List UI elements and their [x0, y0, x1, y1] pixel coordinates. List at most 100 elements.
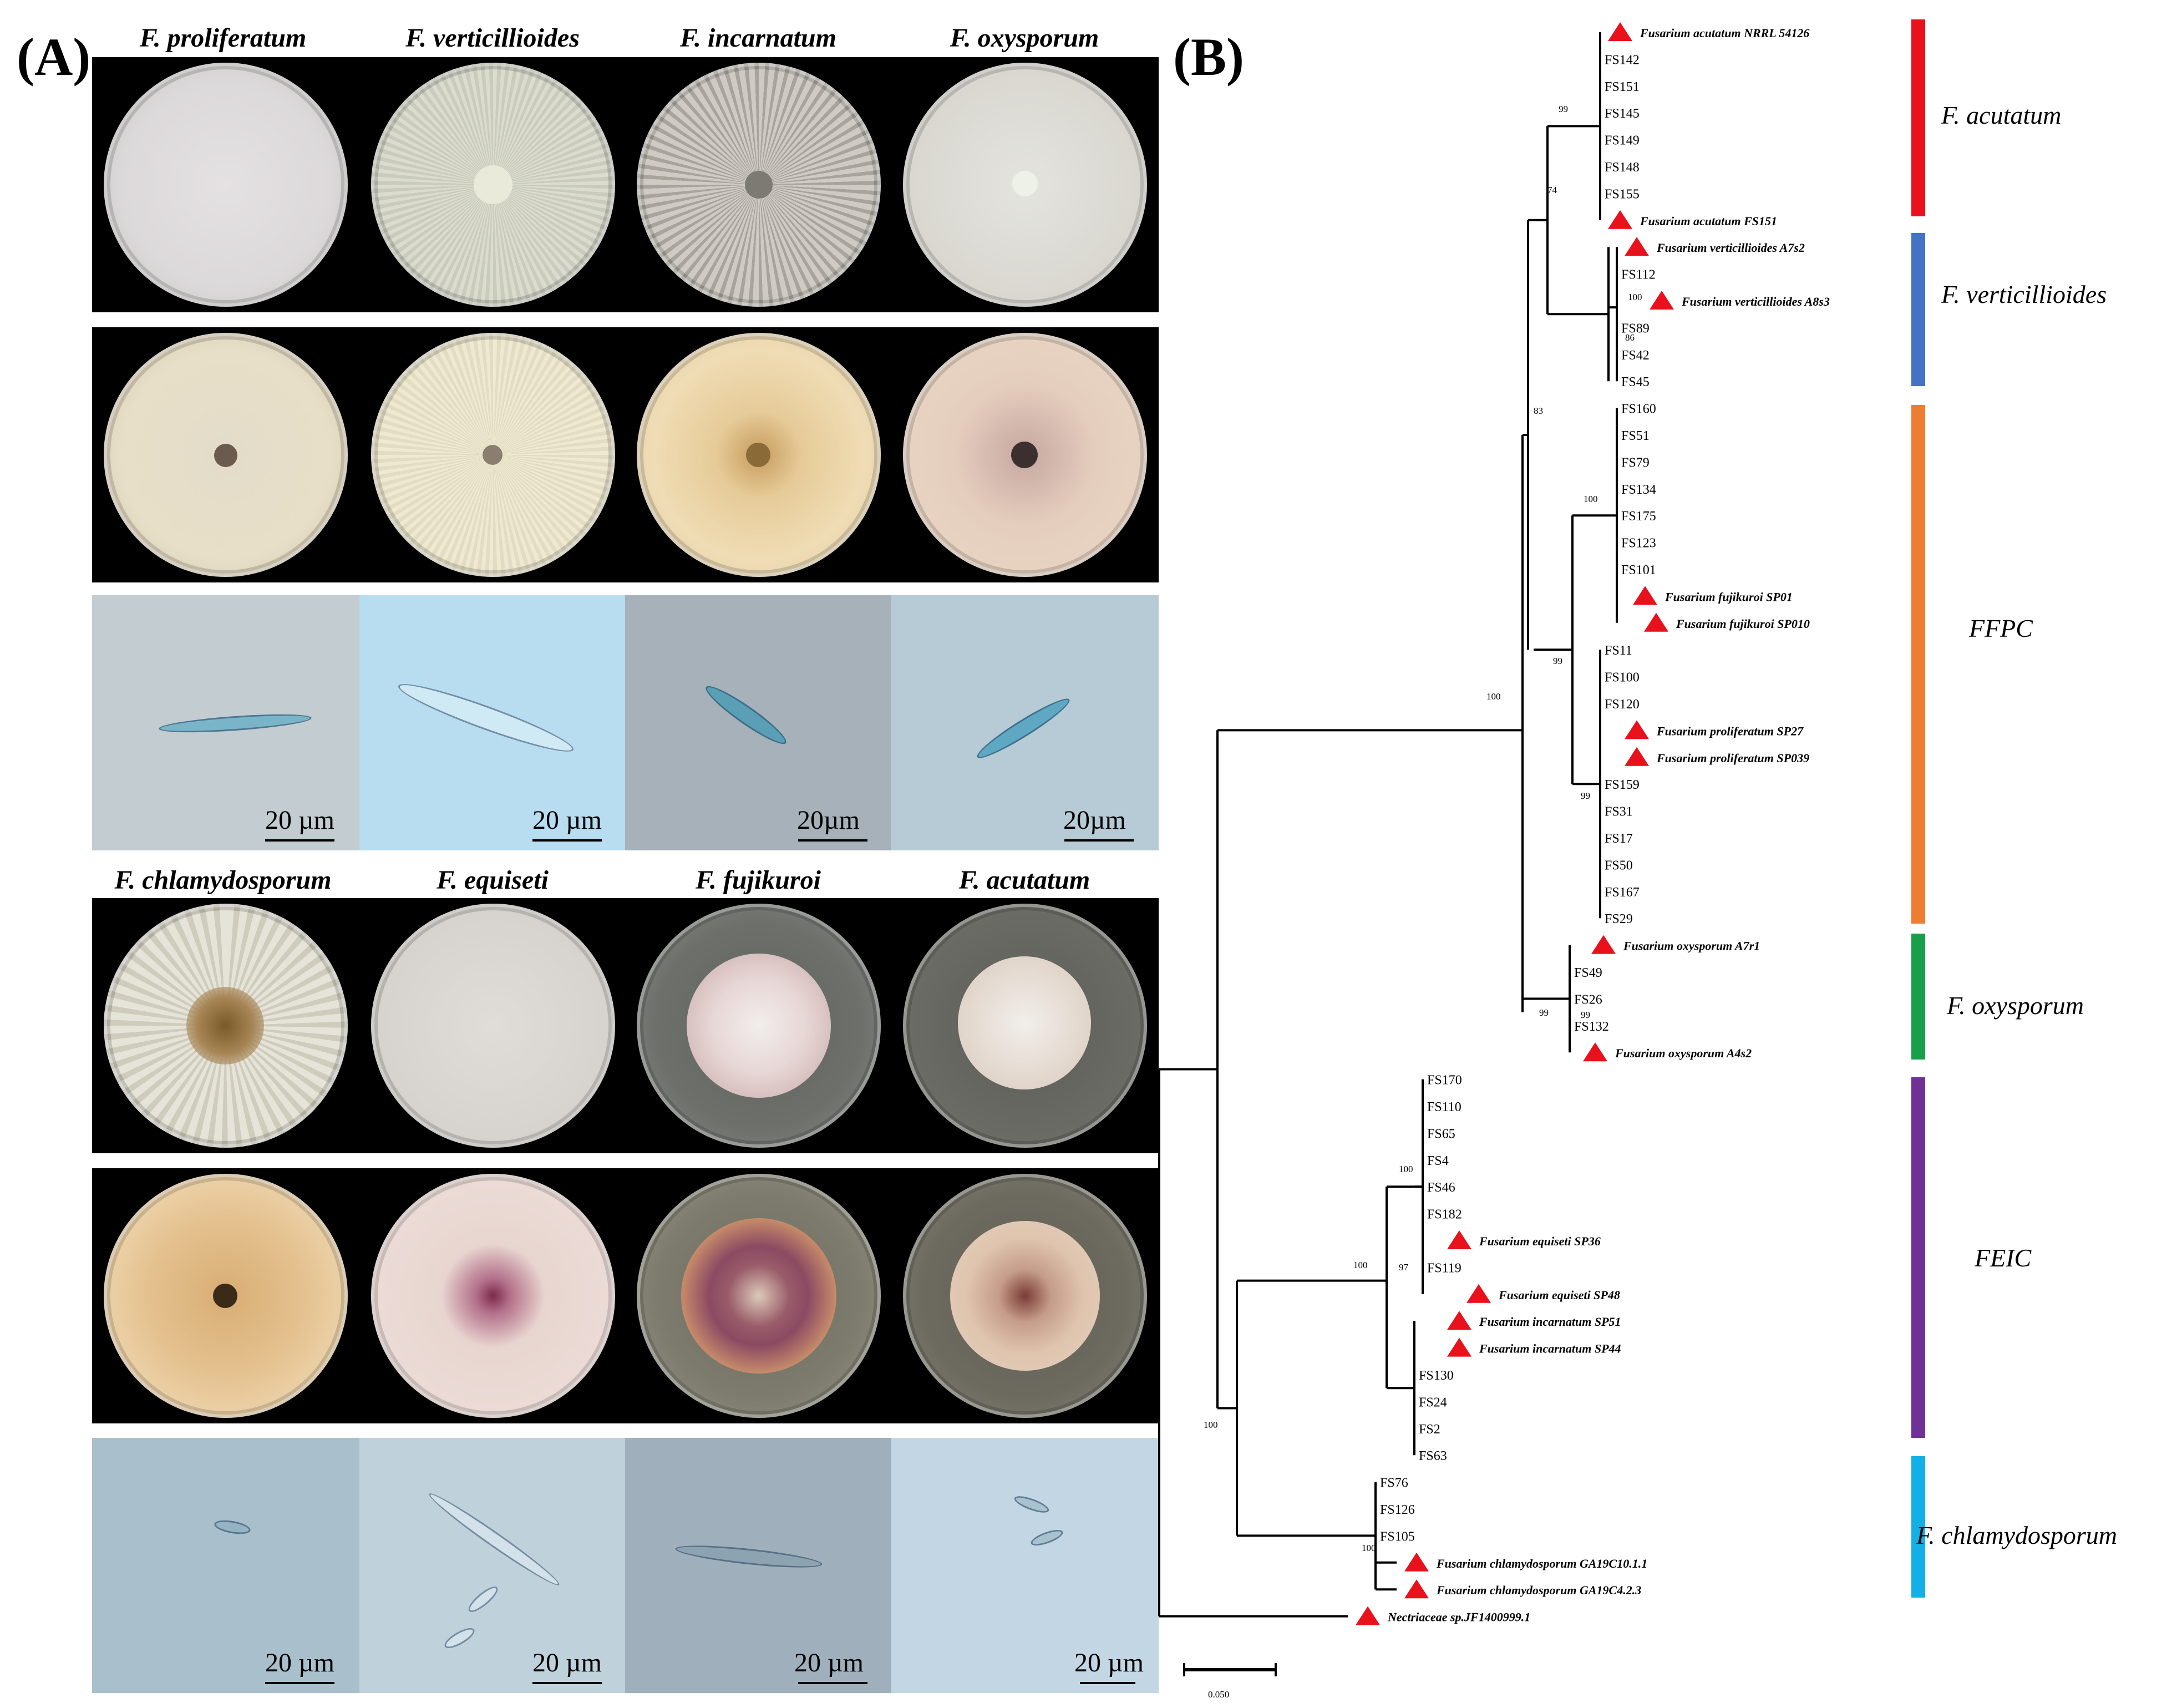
micrograph: 20µm — [891, 595, 1159, 850]
reference-triangle-icon — [1466, 1284, 1491, 1303]
isolate-label: FS42 — [1621, 348, 1650, 363]
isolate-label: FS46 — [1427, 1180, 1455, 1195]
isolate-label: FS119 — [1427, 1261, 1462, 1275]
isolate-label: FS145 — [1605, 107, 1640, 121]
panel-a-label: (A) — [17, 27, 91, 87]
bootstrap-value: 99 — [1559, 104, 1568, 114]
colony-photo — [92, 57, 359, 312]
colony-photo — [891, 898, 1159, 1153]
clade-label: F. oxysporum — [1947, 991, 2084, 1020]
isolate-label: FS65 — [1427, 1127, 1455, 1141]
bootstrap-value: 99 — [1581, 1010, 1590, 1020]
isolate-label: FS51 — [1621, 429, 1650, 443]
isolate-label: FS49 — [1574, 966, 1602, 980]
isolate-label: FS167 — [1605, 885, 1640, 900]
reference-triangle-icon — [1356, 1606, 1380, 1625]
bootstrap-value: 100 — [1362, 1543, 1376, 1553]
species-title: F. fujikuroi — [696, 865, 821, 895]
reference-strain-label: Fusarium chlamydosporum GA19C4.2.3 — [1436, 1583, 1641, 1597]
bootstrap-value: 100 — [1486, 691, 1501, 702]
colony-reverse-photo — [625, 1168, 892, 1423]
colony-reverse-photo — [625, 327, 892, 582]
bootstrap-value: 99 — [1539, 1007, 1549, 1018]
scale-label: 20 µm — [532, 1648, 602, 1677]
isolate-label: FS159 — [1605, 778, 1640, 792]
isolate-label: FS45 — [1621, 375, 1650, 389]
isolate-label: FS17 — [1605, 832, 1633, 846]
isolate-label: FS11 — [1605, 643, 1632, 658]
reference-triangle-icon — [1644, 612, 1668, 632]
reference-strain-label: Fusarium acutatum FS151 — [1640, 214, 1777, 228]
isolate-label: FS142 — [1605, 53, 1640, 67]
micrograph: 20 µm — [891, 1438, 1159, 1693]
isolate-label: FS2 — [1419, 1422, 1440, 1437]
isolate-label: FS100 — [1605, 671, 1640, 685]
bootstrap-value: 97 — [1399, 1262, 1409, 1273]
reference-strain-label: Nectriaceae sp.JF1400999.1 — [1387, 1610, 1530, 1624]
isolate-label: FS101 — [1621, 563, 1656, 577]
bootstrap-value: 83 — [1534, 406, 1543, 416]
scale-label: 20µm — [1063, 805, 1126, 835]
micrograph: 20 µm — [359, 595, 627, 850]
clade-label: F. chlamydosporum — [1916, 1521, 2118, 1549]
isolate-label: FS29 — [1605, 912, 1633, 926]
isolate-label: FS134 — [1621, 483, 1656, 497]
scale-label: 20 µm — [1074, 1648, 1144, 1677]
reference-triangle-icon — [1447, 1337, 1471, 1357]
colony-photo — [359, 898, 627, 1153]
colony-reverse-photo — [891, 1168, 1159, 1423]
clade-color-bar — [1911, 19, 1925, 216]
isolate-label: FS63 — [1419, 1449, 1447, 1463]
bootstrap-value: 100 — [1204, 1420, 1218, 1430]
isolate-label: FS182 — [1427, 1208, 1462, 1222]
isolate-label: FS112 — [1621, 268, 1656, 282]
reference-strain-label: Fusarium chlamydosporum GA19C10.1.1 — [1436, 1557, 1647, 1570]
clade-color-bar — [1911, 233, 1925, 386]
reference-strain-label: Fusarium acutatum NRRL 54126 — [1640, 26, 1809, 40]
reference-strain-label: Fusarium verticillioides A7s2 — [1656, 241, 1805, 255]
isolate-label: FS132 — [1574, 1020, 1609, 1034]
clade-color-bar — [1911, 1077, 1925, 1438]
isolate-label: FS170 — [1427, 1073, 1462, 1088]
bootstrap-value: 86 — [1625, 332, 1635, 343]
reference-triangle-icon — [1447, 1230, 1471, 1249]
isolate-label: FS175 — [1621, 509, 1656, 524]
bootstrap-value: 100 — [1399, 1164, 1413, 1174]
micrograph: 20 µm — [625, 1438, 892, 1693]
micrograph: 20 µm — [92, 1438, 359, 1693]
panel-b-label: (B) — [1173, 27, 1244, 87]
reference-triangle-icon — [1591, 935, 1616, 954]
clade-label: FEIC — [1975, 1244, 2032, 1272]
isolate-label: FS126 — [1380, 1503, 1415, 1517]
isolate-label: FS130 — [1419, 1369, 1454, 1383]
reference-triangle-icon — [1608, 210, 1632, 229]
colony-photo — [92, 898, 359, 1153]
reference-strain-label: Fusarium oxysporum A7r1 — [1623, 939, 1760, 953]
species-title: F. proliferatum — [139, 23, 307, 53]
isolate-label: FS148 — [1605, 160, 1640, 175]
micrograph: 20µm — [625, 595, 892, 850]
isolate-label: FS50 — [1605, 858, 1633, 873]
reference-strain-label: Fusarium verticillioides A8s3 — [1681, 295, 1830, 308]
reference-strain-label: Fusarium incarnatum SP51 — [1479, 1315, 1621, 1329]
scale-label: 20 µm — [532, 805, 602, 835]
reference-strain-label: Fusarium equiseti SP48 — [1498, 1288, 1620, 1302]
isolate-label: FS123 — [1621, 536, 1656, 551]
colony-reverse-photo — [92, 327, 359, 582]
colony-photo — [625, 57, 892, 312]
species-title: F. oxysporum — [950, 23, 1099, 53]
species-title: F. chlamydosporum — [114, 865, 332, 895]
species-title: F. equiseti — [437, 865, 549, 895]
species-title: F. incarnatum — [680, 23, 836, 53]
isolate-label: FS26 — [1574, 992, 1602, 1007]
bootstrap-value: 100 — [1628, 292, 1642, 302]
bootstrap-value: 100 — [1353, 1260, 1368, 1270]
clade-label: F. acutatum — [1941, 101, 2062, 129]
scale-label: 20 µm — [265, 1648, 334, 1677]
isolate-label: FS149 — [1605, 134, 1640, 148]
colony-reverse-photo — [92, 1168, 359, 1423]
reference-triangle-icon — [1633, 586, 1657, 605]
isolate-label: FS31 — [1605, 805, 1633, 819]
bootstrap-value: 74 — [1547, 185, 1557, 195]
